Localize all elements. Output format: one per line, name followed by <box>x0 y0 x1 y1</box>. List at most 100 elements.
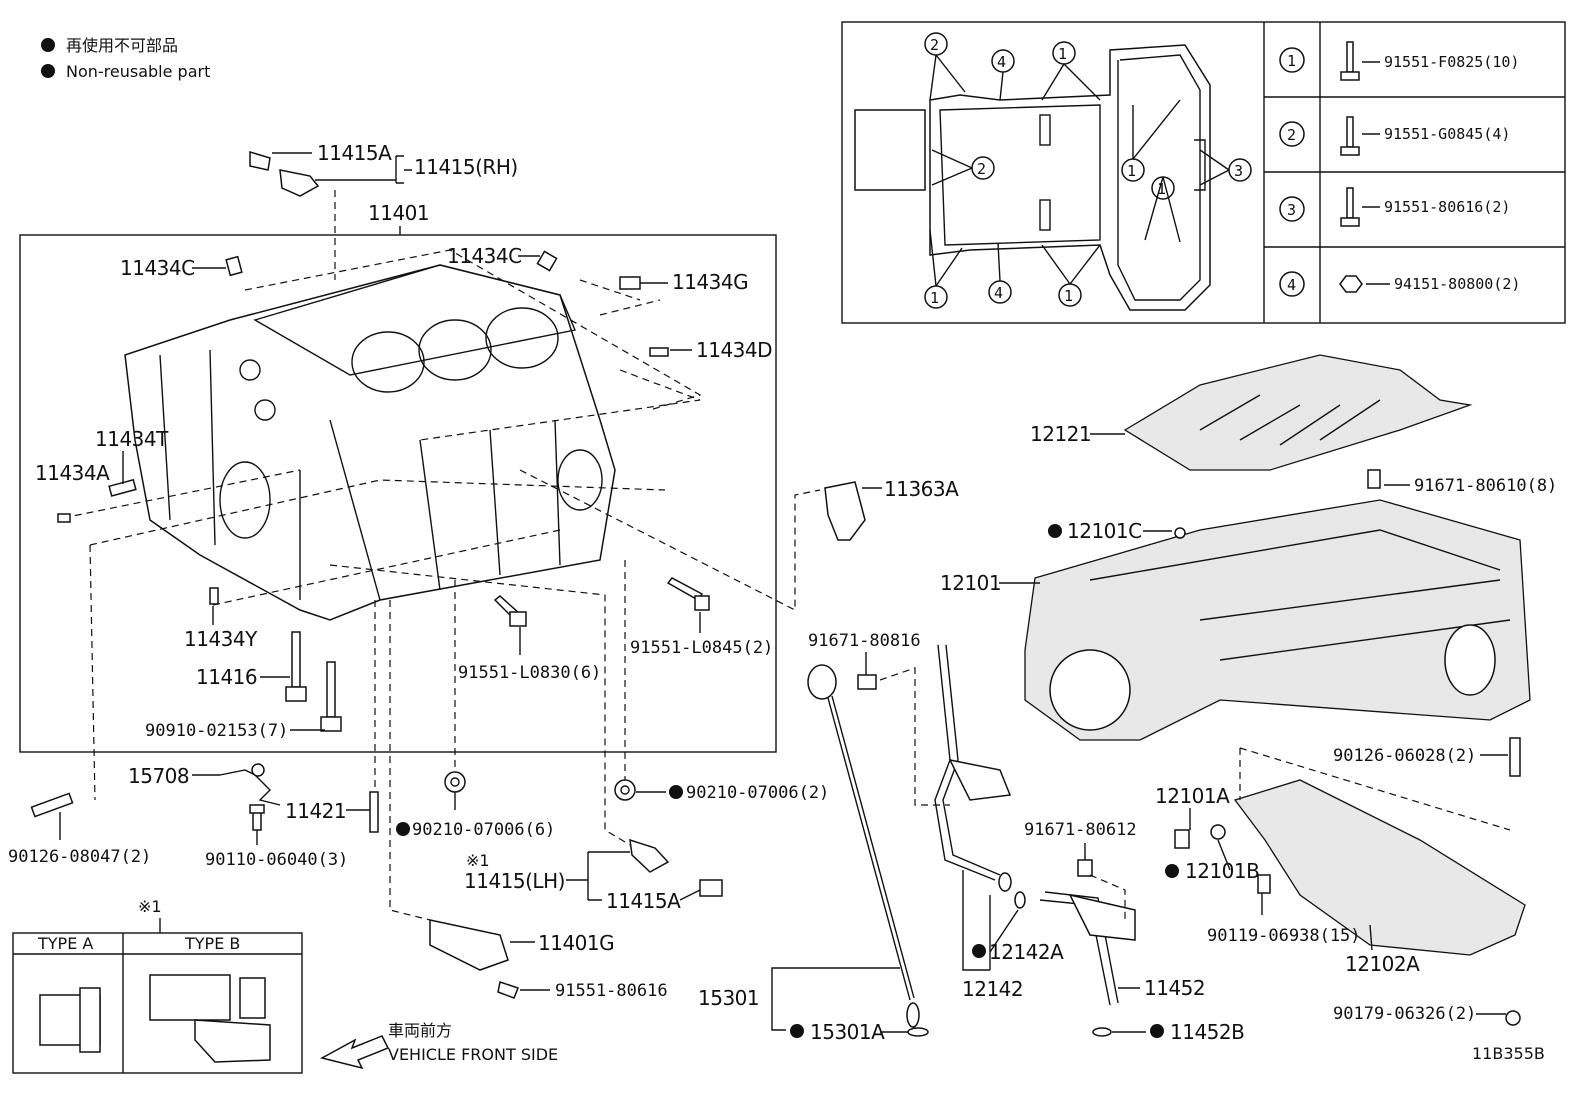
label-12101A: 12101A <box>1155 784 1230 808</box>
bolt-91671-80610 <box>1367 469 1381 489</box>
lower-pan-guide <box>1239 747 1511 831</box>
cylinder-block-drawing <box>124 264 616 621</box>
non-reusable-dot-icon <box>1165 864 1179 878</box>
label-11415A-top: 11415A <box>317 141 392 165</box>
label-11415RH: 11415(RH) <box>414 155 518 179</box>
non-reusable-dot-icon <box>41 38 55 52</box>
callout-2-icon: 2 <box>977 160 986 178</box>
bracket-11363A <box>824 481 866 541</box>
label-11401: 11401 <box>368 201 429 225</box>
label-11434A: 11434A <box>35 461 110 485</box>
part-labels: 11415A 11415(RH) 11401 11434C 11434C 114… <box>8 141 1557 1044</box>
non-reusable-markers <box>396 524 1179 1038</box>
table-row-3-number: 3 <box>1287 201 1296 219</box>
label-11415A-bot: 11415A <box>606 889 681 913</box>
legend-jp: 再使用不可部品 <box>66 36 178 55</box>
small-parts <box>57 150 710 732</box>
type-b-label: TYPE B <box>184 934 240 953</box>
legend: 再使用不可部品 Non-reusable part <box>41 36 210 81</box>
label-15301A: 15301A <box>810 1020 885 1044</box>
callout-1-icon: 1 <box>1058 45 1067 63</box>
label-90210-07006-a: 90210-07006(6) <box>412 820 555 840</box>
upper-pan-details <box>1049 527 1511 731</box>
label-11452B: 11452B <box>1170 1020 1244 1044</box>
leader-lines <box>59 152 1508 1033</box>
label-11415LH-mark: ※1 <box>466 851 490 870</box>
front-arrow-icon <box>319 1035 390 1070</box>
label-12142: 12142 <box>962 977 1023 1001</box>
non-reusable-dot-icon <box>669 785 683 799</box>
lower-left-parts <box>30 763 723 999</box>
label-12121: 12121 <box>1030 422 1091 446</box>
guide-lines <box>62 190 821 921</box>
front-en: VEHICLE FRONT SIDE <box>388 1045 558 1064</box>
label-15301: 15301 <box>698 986 759 1010</box>
bolt-icon <box>1346 116 1354 148</box>
label-11416: 11416 <box>196 665 257 689</box>
label-90126-06028: 90126-06028(2) <box>1333 746 1476 766</box>
vehicle-front-indicator: 車両前方 VEHICLE FRONT SIDE <box>319 1021 558 1070</box>
non-reusable-dot-icon <box>1048 524 1062 538</box>
inset-box: 2 4 1 2 1 1 3 1 4 1 1 2 3 4 91551-F0825(… <box>841 21 1566 324</box>
callout-2-icon: 2 <box>930 36 939 54</box>
label-90126-08047: 90126-08047(2) <box>8 847 151 867</box>
non-reusable-dot-icon <box>41 64 55 78</box>
label-91551-L0830: 91551-L0830(6) <box>458 663 601 683</box>
type-box-mark: ※1 <box>138 897 162 916</box>
label-12101: 12101 <box>940 571 1001 595</box>
label-90119-06938: 90119-06938(15) <box>1207 926 1361 946</box>
dipstick-group <box>807 644 1136 1037</box>
label-12142A: 12142A <box>989 940 1064 964</box>
label-11434C-a: 11434C <box>120 256 195 280</box>
label-91551-80616: 91551-80616 <box>555 981 668 1001</box>
label-11434C-b: 11434C <box>447 244 522 268</box>
label-15708: 15708 <box>128 764 189 788</box>
table-row-4-part: 94151-80800(2) <box>1394 275 1520 293</box>
bolt-icon <box>1346 187 1354 219</box>
label-11452: 11452 <box>1144 976 1205 1000</box>
non-reusable-dot-icon <box>396 822 410 836</box>
label-91671-80612: 91671-80612 <box>1024 820 1137 840</box>
table-row-1-number: 1 <box>1287 52 1296 70</box>
type-a-label: TYPE A <box>37 934 93 953</box>
front-jp: 車両前方 <box>388 1021 452 1040</box>
label-11434Y: 11434Y <box>184 627 258 651</box>
label-91551-L0845: 91551-L0845(2) <box>630 638 773 658</box>
callout-4-icon: 4 <box>997 53 1006 71</box>
label-11434G: 11434G <box>672 270 748 294</box>
label-90910-02153: 90910-02153(7) <box>145 721 288 741</box>
baffle-ribs <box>1199 394 1381 446</box>
type-box: ※1 TYPE A TYPE B <box>12 897 303 1074</box>
label-11401G: 11401G <box>538 931 614 955</box>
label-12101B: 12101B <box>1185 859 1259 883</box>
callout-3-icon: 3 <box>1234 162 1243 180</box>
bolt-icon <box>1346 41 1354 73</box>
label-12101C: 12101C <box>1067 519 1142 543</box>
label-91671-80816: 91671-80816 <box>808 631 921 651</box>
callout-1-icon: 1 <box>1157 180 1166 198</box>
non-reusable-dot-icon <box>1150 1024 1164 1038</box>
label-11363A: 11363A <box>884 477 959 501</box>
baffle-12121 <box>1123 354 1473 471</box>
non-reusable-dot-icon <box>790 1024 804 1038</box>
label-11421: 11421 <box>285 799 346 823</box>
label-11415LH: 11415(LH) <box>464 869 565 893</box>
figure-id: 11B355B <box>1472 1044 1545 1063</box>
non-reusable-dot-icon <box>972 944 986 958</box>
callout-4-icon: 4 <box>994 284 1003 302</box>
label-90110-06040: 90110-06040(3) <box>205 850 348 870</box>
table-row-4-number: 4 <box>1287 276 1296 294</box>
table-row-1-part: 91551-F0825(10) <box>1384 53 1519 71</box>
cylinder-block-frame <box>19 234 777 753</box>
label-11434D: 11434D <box>696 338 772 362</box>
oil-pan-upper-12101 <box>1024 499 1531 741</box>
table-row-3-part: 91551-80616(2) <box>1384 198 1510 216</box>
label-90210-07006-b: 90210-07006(2) <box>686 783 829 803</box>
legend-en: Non-reusable part <box>66 62 210 81</box>
nut-icon <box>1339 275 1363 293</box>
bolt-table: 1 2 3 4 91551-F0825(10) 91551-G0845(4) 9… <box>1279 41 1520 297</box>
label-12102A: 12102A <box>1345 952 1420 976</box>
callout-1-icon: 1 <box>1064 287 1073 305</box>
callout-1-icon: 1 <box>930 289 939 307</box>
